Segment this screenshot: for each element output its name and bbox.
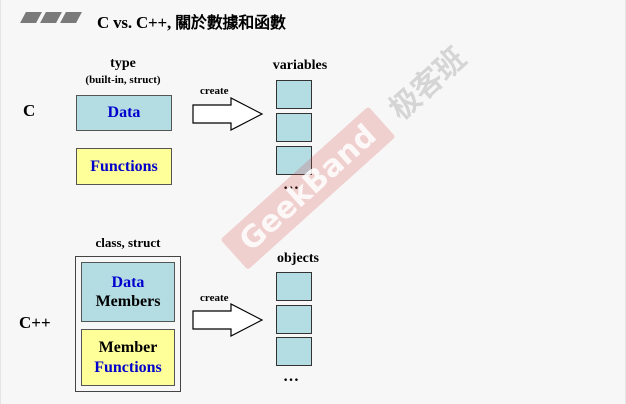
data-members-box: Data Members [81, 262, 175, 322]
type-sublabel: (built-in, struct) [85, 74, 161, 86]
cpp-create-arrow [192, 303, 264, 337]
cpp-create-label: create [200, 292, 229, 304]
member-functions-line2: Functions [94, 358, 162, 376]
c-create-arrow [192, 97, 264, 131]
objects-label: objects [277, 251, 319, 266]
variable-cell-1 [276, 80, 312, 109]
object-cell-1 [276, 272, 312, 301]
title-prefix: C vs. C++, [97, 13, 176, 32]
header-bar-2 [40, 12, 62, 23]
variables-label: variables [272, 58, 328, 73]
cpp-row-label: C++ [19, 313, 51, 332]
variable-cell-3 [276, 146, 312, 175]
functions-box-label: Functions [90, 157, 158, 175]
objects-ellipsis: … [283, 368, 300, 385]
variables-ellipsis: … [283, 176, 300, 193]
watermark-cjk: 极客班 [382, 41, 474, 128]
member-functions-line1: Member [98, 339, 158, 357]
slide-title: C vs. C++, 關於數據和函數 [97, 9, 286, 33]
data-members-line1: Data [111, 273, 145, 291]
data-box: Data [76, 95, 172, 131]
variable-cell-2 [276, 113, 312, 142]
data-members-line2: Members [95, 293, 161, 310]
object-cell-2 [276, 305, 312, 334]
c-create-label: create [200, 85, 229, 97]
data-box-label: Data [107, 104, 141, 122]
header-bar-3 [60, 12, 82, 23]
class-struct-label: class, struct [95, 235, 161, 250]
object-cell-3 [276, 337, 312, 366]
member-functions-box: Member Functions [81, 329, 175, 386]
title-cjk: 關於數據和函數 [175, 13, 286, 32]
watermark: GeekBand 极客班 [219, 35, 474, 271]
c-row-label: C [23, 101, 36, 120]
header-bar-1 [20, 12, 42, 23]
functions-box: Functions [76, 148, 172, 185]
type-label: type [110, 56, 136, 71]
